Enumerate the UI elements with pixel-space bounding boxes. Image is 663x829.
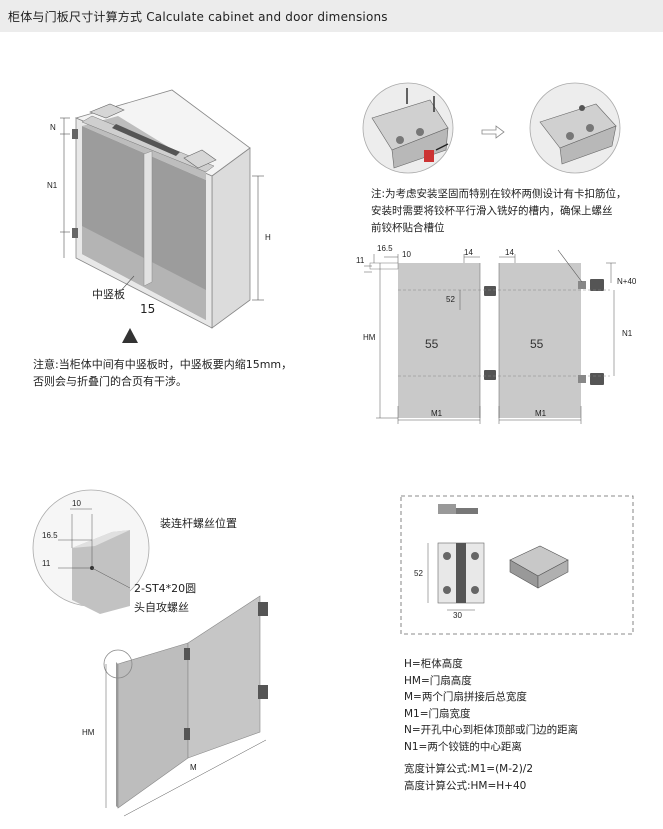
formula-block: 宽度计算公式:M1=(M-2)/2 高度计算公式:HM=H+40: [404, 761, 533, 795]
screw-label-line1: 2-ST4*20圆: [134, 582, 196, 595]
width-formula: 宽度计算公式:M1=(M-2)/2: [404, 763, 534, 775]
detail-dim-11: 11: [42, 559, 51, 568]
door-n1-label: N1: [622, 329, 633, 338]
inset-value: 15: [140, 302, 155, 316]
note-right-line3: 前铰杯贴合槽位: [371, 222, 445, 234]
screw-label-line2: 头自攻螺丝: [134, 600, 189, 614]
note-right-line2: 安装时需要将铰杯平行滑入铣好的槽内，确保上螺丝: [371, 205, 613, 217]
warning-icon: [122, 328, 138, 343]
door-dim-14-left: 14: [464, 248, 473, 257]
cabinet-n-label: N: [50, 123, 56, 132]
note-left-line1: 注意:当柜体中间有中竖板时，中竖板要内缩15mm，: [33, 358, 293, 371]
panel-right-value: 55: [530, 337, 544, 351]
legend-item: M1=门扇宽度: [404, 707, 471, 720]
height-formula: 高度计算公式:HM=H+40: [404, 780, 527, 792]
detail-dim-10: 10: [72, 499, 81, 508]
door-panels-diagram: 55 55 16.5 10 11 14 14 52: [356, 244, 637, 424]
cabinet-h-label: H: [265, 233, 271, 242]
legend-list: H=柜体高度 HM=门扇高度 M=两个门扇拼接后总宽度 M1=门扇宽度 N=开孔…: [404, 656, 578, 755]
legend-item: N1=两个铰链的中心距离: [404, 740, 522, 753]
door-dim-n40: N+40: [617, 277, 637, 286]
note-left: 注意:当柜体中间有中竖板时，中竖板要内缩15mm， 否则会与折叠门的合页有干涉。: [33, 356, 292, 390]
detail-circle: 10 16.5 11: [32, 489, 150, 614]
legend-item: N=开孔中心到柜体顶部或门边的距离: [404, 724, 579, 736]
hinge-closeup-left: [362, 82, 454, 174]
detail-dim-16-5: 16.5: [42, 531, 58, 540]
note-left-line2: 否则会与折叠门的合页有干涉。: [33, 375, 187, 388]
partition-label: 中竖板: [92, 287, 125, 301]
door-dim-16-5: 16.5: [377, 244, 393, 253]
door-panel-right: [499, 263, 581, 418]
rod-label: 装连杆螺丝位置: [160, 516, 237, 530]
door-dim-11: 11: [356, 256, 365, 265]
folding-door-illustration: HM M: [82, 595, 268, 817]
door-m1-left: M1: [431, 409, 443, 418]
door-m1-right: M1: [535, 409, 547, 418]
cabinet-n1-label: N1: [47, 181, 58, 190]
legend-item: HM=门扇高度: [404, 674, 472, 687]
hinge-dim-52: 52: [414, 569, 423, 578]
door-dim-14-right: 14: [505, 248, 514, 257]
hinge-detail-box: 52 30: [400, 495, 634, 635]
legend-item: H=柜体高度: [404, 658, 463, 670]
detail-m-label: M: [190, 763, 197, 772]
hinge-arrow: [481, 125, 505, 139]
note-right-line1: 注:为考虑安装坚固而特别在铰杯两侧设计有卡扣筋位，: [371, 188, 627, 200]
hinge-dim-30: 30: [453, 611, 462, 620]
panel-left-value: 55: [425, 337, 439, 351]
note-right: 注:为考虑安装坚固而特别在铰杯两侧设计有卡扣筋位， 安装时需要将铰杯平行滑入铣好…: [371, 186, 627, 237]
hinge-closeup-right: [529, 82, 621, 174]
legend-item: M=两个门扇拼接后总宽度: [404, 691, 527, 703]
door-dim-10: 10: [402, 250, 411, 259]
door-dim-52: 52: [446, 295, 455, 304]
header-bar: 柜体与门板尺寸计算方式 Calculate cabinet and door d…: [0, 0, 663, 32]
door-panel-left: [398, 263, 480, 418]
page-title: 柜体与门板尺寸计算方式 Calculate cabinet and door d…: [8, 10, 388, 24]
cabinet-illustration: N N1 H 中竖板 15: [47, 89, 271, 343]
detail-hm-label: HM: [82, 728, 95, 737]
door-hm-label: HM: [363, 333, 376, 342]
